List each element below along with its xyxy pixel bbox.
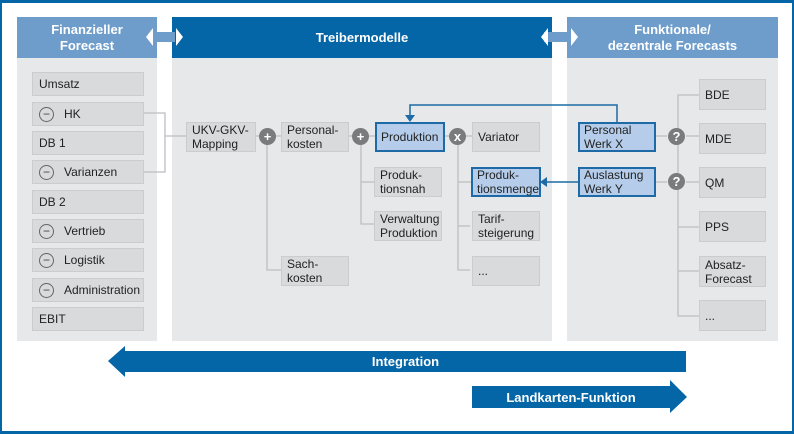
box-label: Verwaltung Produktion xyxy=(380,212,440,240)
item-label: HK xyxy=(64,107,81,121)
minus-icon: − xyxy=(39,164,54,180)
minus-icon: − xyxy=(39,106,54,122)
feedback-arrow-personal-to-produktion xyxy=(405,104,618,123)
finance-item-ebit: EBIT xyxy=(32,307,144,331)
box-label: ... xyxy=(705,308,716,323)
landkarten-funktion-label: Landkarten-Funktion xyxy=(506,389,636,405)
source-bde-box: BDE xyxy=(699,79,766,110)
plus-operator-icon: + xyxy=(352,128,369,145)
arrow-auslastung-to-produktionsmenge xyxy=(540,177,578,187)
minus-icon: − xyxy=(39,282,54,298)
finance-item-db2: DB 2 xyxy=(32,190,144,214)
personal-werk-x-box: Personal Werk X xyxy=(578,122,656,152)
header-line2: Forecast xyxy=(59,37,115,53)
item-label: Administration xyxy=(64,283,141,297)
source-pps-box: PPS xyxy=(699,211,766,242)
finance-item-vertrieb: −Vertrieb xyxy=(32,219,144,243)
finance-item-administration: −Administration xyxy=(32,278,144,302)
item-label: Umsatz xyxy=(39,77,80,91)
source-more-box: ... xyxy=(699,300,766,331)
box-label: Tarif-steigerung xyxy=(478,212,535,240)
box-label: ... xyxy=(478,264,489,278)
header-line1: Funktionale/ xyxy=(634,21,711,37)
item-label: DB 1 xyxy=(39,136,66,150)
item-label: Logistik xyxy=(64,253,105,267)
box-label: Absatz-Forecast xyxy=(705,257,752,286)
box-label: MDE xyxy=(705,131,732,146)
box-label: Produktion xyxy=(381,130,439,144)
finance-item-hk: −HK xyxy=(32,102,144,126)
sachkosten-box: Sach-kosten xyxy=(281,256,349,286)
produktionsnah-box: Produk-tionsnah xyxy=(374,167,442,197)
question-operator-icon: ? xyxy=(668,128,685,145)
minus-icon: − xyxy=(39,223,54,239)
verwaltung-produktion-box: Verwaltung Produktion xyxy=(374,211,442,241)
finance-item-varianzen: −Varianzen xyxy=(32,160,144,184)
source-absatz-forecast-box: Absatz-Forecast xyxy=(699,256,766,287)
plus-operator-icon: + xyxy=(259,128,276,145)
produktion-box: Produktion xyxy=(375,122,445,152)
finance-item-logistik: −Logistik xyxy=(32,248,144,272)
ukv-gkv-mapping-box: UKV-GKV-Mapping xyxy=(186,122,256,152)
finanzieller-forecast-header: Finanzieller Forecast xyxy=(17,17,157,58)
box-label: Produk-tionsnah xyxy=(380,168,426,196)
header-line1: Finanzieller xyxy=(51,21,123,37)
source-qm-box: QM xyxy=(699,167,766,198)
auslastung-werk-y-box: Auslastung Werk Y xyxy=(578,167,656,197)
double-arrow-icon-right xyxy=(541,28,578,46)
box-label: Sach-kosten xyxy=(287,257,323,285)
box-label: Personal Werk X xyxy=(584,123,632,151)
landkarten-arrow xyxy=(472,380,687,413)
treibermodelle-header: Treibermodelle xyxy=(172,17,552,58)
header-line2: dezentrale Forecasts xyxy=(607,37,738,53)
box-label: QM xyxy=(705,175,725,190)
more-driver-box: ... xyxy=(472,256,540,286)
integration-label: Integration xyxy=(371,354,440,369)
minus-icon: − xyxy=(39,252,54,268)
double-arrow-icon-left xyxy=(146,28,183,46)
item-label: Vertrieb xyxy=(64,224,106,238)
item-label: DB 2 xyxy=(39,195,66,209)
source-mde-box: MDE xyxy=(699,123,766,154)
produktionsmenge-box: Produk-tionsmenge xyxy=(471,167,541,197)
item-label: Varianzen xyxy=(64,165,118,179)
box-label: UKV-GKV-Mapping xyxy=(192,123,249,151)
header-title: Treibermodelle xyxy=(315,29,409,45)
personalkosten-box: Personal-kosten xyxy=(281,122,349,152)
box-label: Auslastung Werk Y xyxy=(584,168,644,196)
box-label: Produk-tionsmenge xyxy=(477,168,540,196)
box-label: BDE xyxy=(705,87,730,102)
box-label: Variator xyxy=(478,130,520,144)
question-operator-icon: ? xyxy=(668,173,685,190)
integration-arrow xyxy=(108,346,686,377)
box-label: PPS xyxy=(705,219,730,234)
box-label: Personal-kosten xyxy=(287,123,339,151)
item-label: EBIT xyxy=(39,312,66,326)
multiply-operator-icon: x xyxy=(449,128,466,145)
finance-item-db1: DB 1 xyxy=(32,131,144,155)
funktionale-forecasts-header: Funktionale/ dezentrale Forecasts xyxy=(567,17,778,58)
finance-item-umsatz: Umsatz xyxy=(32,72,144,96)
tarifsteigerung-box: Tarif-steigerung xyxy=(472,211,540,241)
variator-box: Variator xyxy=(472,122,540,152)
